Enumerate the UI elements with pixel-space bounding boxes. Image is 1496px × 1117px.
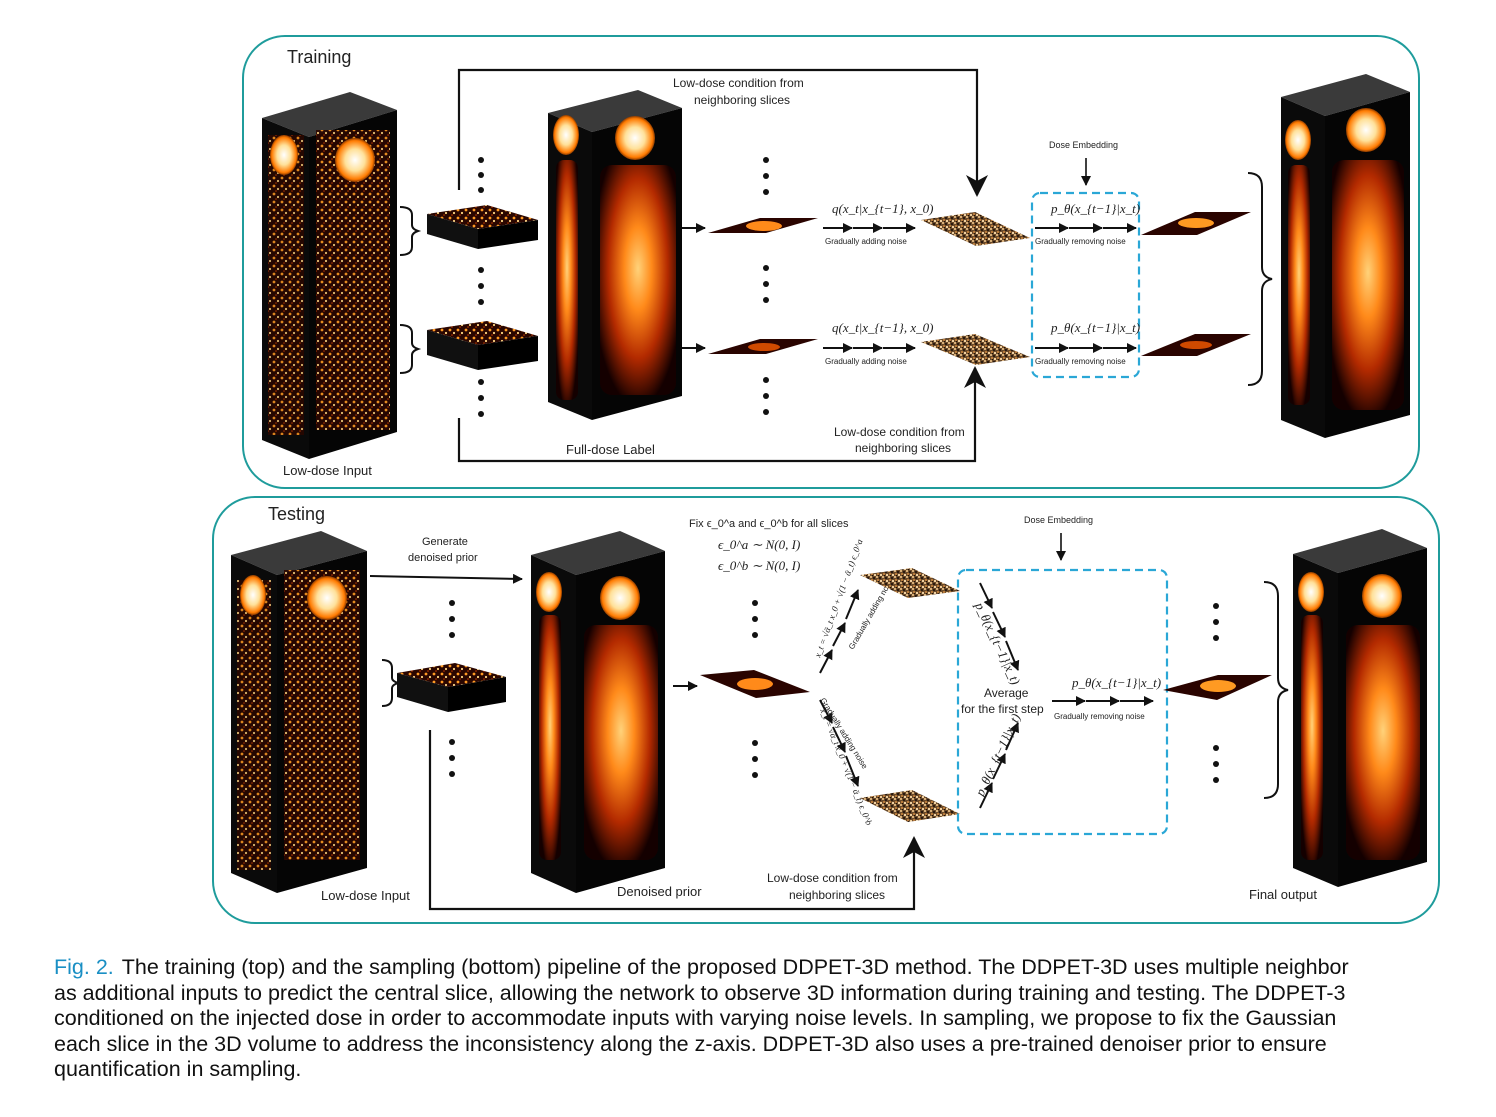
- caption-label: Fig. 2.: [54, 955, 114, 979]
- testing-eps-b: ϵ_0^b ∼ N(0, I): [718, 558, 800, 573]
- testing-noise-slice-b: [860, 790, 960, 822]
- testing-title: Testing: [268, 504, 325, 524]
- training-removing-noise-2: Gradually removing noise: [1035, 357, 1126, 366]
- testing-cond-2: neighboring slices: [789, 888, 885, 902]
- caption-line-text: The training (top) and the sampling (bot…: [121, 955, 1349, 979]
- figure-caption: Fig. 2. The training (top) and the sampli…: [54, 955, 1496, 1105]
- testing-low-dose-label: Low-dose Input: [321, 888, 410, 903]
- training-cond-bottom-2: neighboring slices: [855, 441, 951, 455]
- testing-eps-a: ϵ_0^a ∼ N(0, I): [718, 537, 800, 552]
- caption-line: conditioned on the injected dose in orde…: [54, 1006, 1337, 1030]
- training-full-dose-label: Full-dose Label: [566, 442, 655, 457]
- training-input-slice-1: [427, 205, 538, 249]
- testing-reverse-top: p_θ(x_{t−1}|x_t): [972, 599, 1024, 687]
- training-input-slice-2: [427, 321, 538, 370]
- testing-generate-prior-2: denoised prior: [408, 552, 478, 564]
- training-adding-noise-2: Gradually adding noise: [825, 357, 907, 366]
- training-title: Training: [287, 47, 351, 67]
- training-noise-slice-1: [921, 212, 1030, 246]
- training-panel-border: [242, 35, 1420, 489]
- testing-generate-prior-1: Generate: [422, 536, 468, 548]
- testing-average-1: Average: [984, 686, 1029, 700]
- testing-reverse-bottom: p_θ(x_{t−1}|x_t): [972, 711, 1024, 799]
- training-low-dose-volume: [262, 92, 397, 459]
- dots: [449, 600, 455, 777]
- training-cond-bottom-1: Low-dose condition from: [834, 425, 965, 439]
- testing-average-2: for the first step: [961, 702, 1044, 716]
- training-forward-formula-1: q(x_t|x_{t−1}, x_0): [832, 201, 933, 216]
- training-low-dose-label: Low-dose Input: [283, 463, 372, 478]
- dots: [478, 157, 484, 417]
- training-dose-embedding: Dose Embedding: [1049, 140, 1118, 150]
- training-full-dose-volume: [548, 90, 682, 420]
- training-output-volume: [1281, 74, 1410, 438]
- testing-panel: Testing Low-dose Input Generate denoised…: [212, 496, 1440, 924]
- output-brace: [1263, 581, 1289, 799]
- training-reverse-formula-1: p_θ(x_{t−1}|x_t): [1050, 201, 1140, 216]
- testing-final-output-label: Final output: [1249, 887, 1317, 902]
- caption-line: quantification in sampling.: [54, 1057, 302, 1081]
- dots: [752, 600, 758, 778]
- training-noise-slice-2: [921, 334, 1030, 365]
- testing-removing-noise: Gradually removing noise: [1054, 712, 1145, 721]
- training-forward-formula-2: q(x_t|x_{t−1}, x_0): [832, 320, 933, 335]
- training-cond-top-2: neighboring slices: [694, 93, 790, 107]
- brace: [399, 206, 422, 256]
- testing-dashed-box: [956, 568, 1169, 836]
- pipeline-figure: Training Low-dose Input: [212, 35, 1440, 924]
- training-removing-noise-1: Gradually removing noise: [1035, 237, 1126, 246]
- testing-final-output-volume: [1293, 529, 1427, 887]
- testing-denoised-prior-label: Denoised prior: [617, 884, 702, 899]
- brace: [399, 324, 422, 374]
- training-panel: Training Low-dose Input: [242, 35, 1420, 489]
- testing-dose-embedding: Dose Embedding: [1024, 515, 1093, 525]
- testing-panel-border: [212, 496, 1440, 924]
- dots: [1213, 603, 1219, 783]
- training-adding-noise-1: Gradually adding noise: [825, 237, 907, 246]
- brace: [381, 659, 402, 707]
- training-dashed-box: [1030, 191, 1141, 379]
- training-reverse-formula-2: p_θ(x_{t−1}|x_t): [1050, 320, 1140, 335]
- training-cond-top-1: Low-dose condition from: [673, 76, 804, 90]
- output-brace: [1247, 172, 1273, 386]
- caption-line: as additional inputs to predict the cent…: [54, 980, 1346, 1005]
- testing-input-slice: [397, 663, 506, 712]
- testing-low-dose-volume: [231, 531, 367, 893]
- testing-noise-slice-a: [860, 568, 960, 598]
- testing-fix-noise: Fix ϵ_0^a and ϵ_0^b for all slices: [689, 518, 849, 530]
- caption-line: each slice in the 3D volume to address t…: [54, 1031, 1327, 1056]
- testing-cond-1: Low-dose condition from: [767, 871, 898, 885]
- testing-denoised-prior-volume: [531, 531, 665, 893]
- testing-reverse-main: p_θ(x_{t−1}|x_t): [1071, 675, 1161, 690]
- caption-line: Fig. 2. The training (top) and the sampli…: [54, 955, 1496, 981]
- dots: [763, 157, 769, 415]
